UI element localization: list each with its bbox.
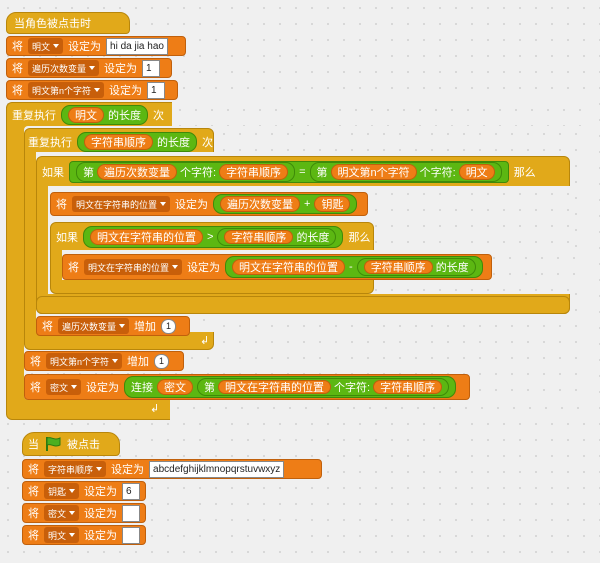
letter-of-order-reporter: 第 明文第n个字符 个字符: 明文 bbox=[309, 162, 502, 182]
inner-loop-arrow-icon: ↲ bbox=[200, 335, 210, 347]
key-value-input[interactable]: 6 bbox=[122, 482, 141, 500]
letter-of-plain-reporter: 第 遍历次数变量 个字符: 字符串顺序 bbox=[76, 162, 296, 182]
nth-var-dropdown[interactable]: 明文第n个字符 bbox=[28, 82, 105, 98]
join-operator: 连接 密文 第 明文在字符串的位置 个字符: 字符串顺序 bbox=[124, 376, 457, 398]
length-of-order-reporter[interactable]: 字符串顺序 的长度 bbox=[77, 132, 197, 152]
length-of-plain-reporter[interactable]: 明文 的长度 bbox=[61, 105, 148, 125]
plain-value-input[interactable]: hi da jia hao bbox=[106, 37, 168, 55]
cipher-var-dropdown[interactable]: 密文 bbox=[46, 379, 82, 395]
index-var-dropdown[interactable]: 遍历次数变量 bbox=[28, 60, 100, 76]
key-var-dropdown[interactable]: 钥匙 bbox=[44, 483, 80, 499]
equals-operator[interactable]: 第 遍历次数变量 个字符: 字符串顺序 = 第 明文第n个字符 个字符: 明文 bbox=[69, 161, 509, 183]
green-flag-icon bbox=[46, 437, 61, 451]
cipher-var-dropdown-2[interactable]: 密文 bbox=[44, 505, 80, 521]
hat-label: 当角色被点击时 bbox=[14, 18, 91, 30]
add-operator: 遍历次数变量 + 钥匙 bbox=[213, 194, 358, 214]
index-increment-input[interactable]: 1 bbox=[161, 318, 177, 334]
when-sprite-clicked-hat[interactable] bbox=[6, 12, 130, 34]
cipher-value-input[interactable] bbox=[122, 504, 141, 522]
nth-increment-input[interactable]: 1 bbox=[154, 353, 170, 369]
index-value-input[interactable]: 1 bbox=[142, 59, 161, 77]
index-var-dropdown-2[interactable]: 遍历次数变量 bbox=[58, 318, 130, 334]
order-value-input[interactable]: abcdefghijklmnopqrstuvwxyz bbox=[149, 460, 285, 478]
greater-than-operator: 明文在字符串的位置 > 字符串顺序 的长度 bbox=[83, 226, 344, 248]
loop-arrow-icon: ↲ bbox=[150, 403, 160, 415]
order-var-dropdown[interactable]: 字符串顺序 bbox=[44, 461, 107, 477]
plain-var-dropdown-2[interactable]: 明文 bbox=[44, 527, 80, 543]
pos-var-dropdown-2[interactable]: 明文在字符串的位置 bbox=[84, 259, 183, 275]
plain-var-dropdown[interactable]: 明文 bbox=[28, 38, 64, 54]
pos-var-dropdown[interactable]: 明文在字符串的位置 bbox=[72, 196, 171, 212]
nth-value-input[interactable]: 1 bbox=[147, 81, 166, 99]
plain-empty-input[interactable] bbox=[122, 526, 141, 544]
subtract-operator: 明文在字符串的位置 - 字符串顺序 的长度 bbox=[225, 256, 483, 278]
nth-var-dropdown-2[interactable]: 明文第n个字符 bbox=[46, 353, 123, 369]
when-flag-clicked-hat[interactable] bbox=[22, 432, 120, 456]
